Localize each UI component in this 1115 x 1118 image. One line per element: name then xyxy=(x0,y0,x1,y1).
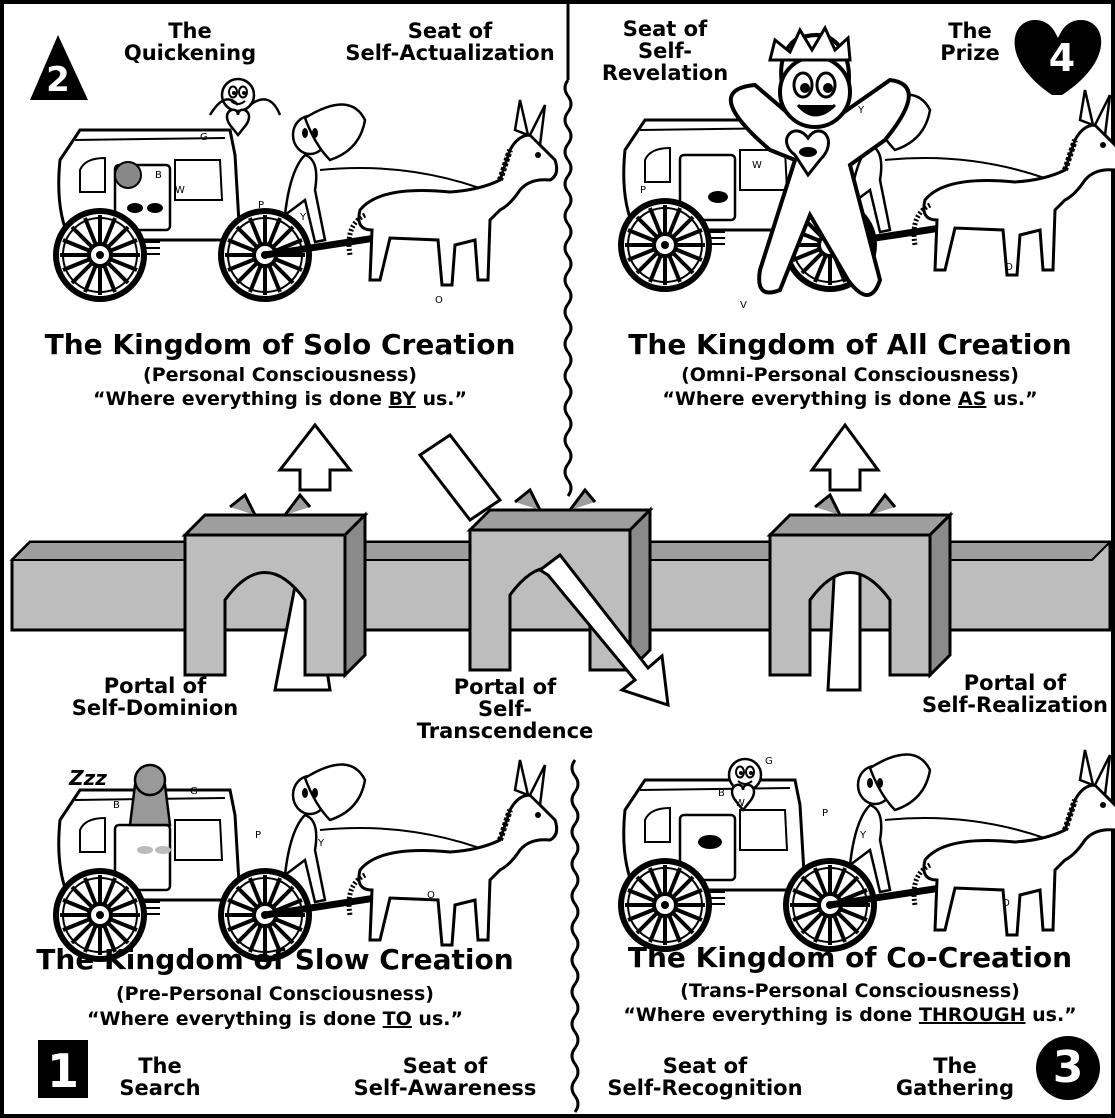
q3-seat-line2: Self-Recognition xyxy=(600,1077,810,1099)
q4-quote-pre: “Where everything is done xyxy=(662,388,958,410)
q1-seat-line1: Seat of xyxy=(345,1055,545,1077)
q4-cart-letter-p: P xyxy=(640,185,646,196)
q1-cart-letter-y: Y xyxy=(318,838,324,849)
q3-quote-post: us.” xyxy=(1026,1004,1077,1026)
portal-realization-line1: Portal of xyxy=(920,672,1110,694)
q3-consciousness: (Trans-Personal Consciousness) xyxy=(600,982,1100,1002)
q2-quote-pre: “Where everything is done xyxy=(93,388,389,410)
portal-transcendence-line2: Self-Transcendence xyxy=(395,698,615,742)
portal-self-transcendence-label: Portal of Self-Transcendence xyxy=(395,676,615,742)
q2-seat-line1: Seat of xyxy=(340,20,560,42)
q3-cart-letter-o: O xyxy=(1002,898,1010,909)
q4-consciousness: (Omni-Personal Consciousness) xyxy=(600,366,1100,386)
q1-corner-line1: The xyxy=(100,1055,220,1077)
q2-quote-post: us.” xyxy=(416,388,467,410)
q1-quote-pre: “Where everything is done xyxy=(87,1008,383,1030)
q2-cart-letter-b: B xyxy=(155,170,162,181)
q1-seat-line2: Self-Awareness xyxy=(345,1077,545,1099)
q3-seat-line1: Seat of xyxy=(600,1055,810,1077)
q1-quote-key: TO xyxy=(383,1008,412,1030)
portal-realization-line2: Self-Realization xyxy=(920,694,1110,716)
q1-cart-letter-b: B xyxy=(113,800,120,811)
q1-cart-letter-o: O xyxy=(427,890,435,901)
q1-quote: “Where everything is done TO us.” xyxy=(30,1010,520,1030)
q4-quote-key: AS xyxy=(958,388,986,410)
q2-kingdom-title: The Kingdom of Solo Creation xyxy=(40,330,520,359)
q3-cart-letter-y: Y xyxy=(860,830,866,841)
q1-kingdom-title: The Kingdom of Slow Creation xyxy=(30,945,520,974)
quadrant-2-number: 2 xyxy=(45,60,71,100)
q3-cart-letter-b: B xyxy=(718,788,725,799)
q2-cart-letter-o: O xyxy=(435,295,443,306)
q4-corner-line1: The xyxy=(925,20,1015,42)
portal-self-realization-label: Portal of Self-Realization xyxy=(920,672,1110,716)
q3-quote-pre: “Where everything is done xyxy=(623,1004,919,1026)
q2-corner-line1: The xyxy=(100,20,280,42)
sleep-zzz-text: Zzz xyxy=(58,768,118,789)
q3-cart-letter-p: P xyxy=(822,808,828,819)
q2-quote: “Where everything is done BY us.” xyxy=(40,390,520,410)
q1-consciousness: (Pre-Personal Consciousness) xyxy=(30,985,520,1005)
q3-cart-letter-g: G xyxy=(765,756,773,767)
q3-cart-letter-w: W xyxy=(735,798,745,809)
q4-cart-letter-o: O xyxy=(1005,262,1013,273)
q3-corner-label: The Gathering xyxy=(890,1055,1020,1099)
q2-cart-letter-p: P xyxy=(258,200,264,211)
q2-corner-label: The Quickening xyxy=(100,20,280,64)
q2-cart-letter-g: G xyxy=(200,132,208,143)
portal-dominion-line2: Self-Dominion xyxy=(70,697,240,719)
q3-kingdom-title: The Kingdom of Co-Creation xyxy=(600,943,1100,972)
q4-quote: “Where everything is done AS us.” xyxy=(600,390,1100,410)
q4-corner-label: The Prize xyxy=(925,20,1015,64)
q3-corner-line1: The xyxy=(890,1055,1020,1077)
q1-corner-line2: Search xyxy=(100,1077,220,1099)
q4-quote-post: us.” xyxy=(986,388,1037,410)
q2-cart-letter-y: Y xyxy=(300,212,306,223)
q2-consciousness: (Personal Consciousness) xyxy=(40,366,520,386)
q3-quote: “Where everything is done THROUGH us.” xyxy=(590,1006,1110,1026)
q3-seat-label: Seat of Self-Recognition xyxy=(600,1055,810,1099)
q1-cart-letter-g: G xyxy=(190,786,198,797)
quadrant-1-number: 1 xyxy=(38,1044,88,1098)
q2-corner-line2: Quickening xyxy=(100,42,280,64)
q1-corner-label: The Search xyxy=(100,1055,220,1099)
quadrant-4-number: 4 xyxy=(1042,36,1082,80)
q1-quote-post: us.” xyxy=(412,1008,463,1030)
q3-quote-key: THROUGH xyxy=(919,1004,1026,1026)
q4-cart-letter-v: V xyxy=(740,300,747,311)
q2-quote-key: BY xyxy=(389,388,416,410)
q1-seat-label: Seat of Self-Awareness xyxy=(345,1055,545,1099)
q2-seat-label: Seat of Self-Actualization xyxy=(340,20,560,64)
q1-cart-letter-p: P xyxy=(255,830,261,841)
q2-seat-line2: Self-Actualization xyxy=(340,42,560,64)
q4-seat-line1: Seat of xyxy=(575,18,755,40)
q2-cart-letter-w: W xyxy=(175,185,185,196)
portal-self-dominion-label: Portal of Self-Dominion xyxy=(70,675,240,719)
q3-corner-line2: Gathering xyxy=(890,1077,1020,1099)
portal-transcendence-line1: Portal of xyxy=(395,676,615,698)
q4-cart-letter-w: W xyxy=(752,160,762,171)
q4-corner-line2: Prize xyxy=(925,42,1015,64)
q4-kingdom-title: The Kingdom of All Creation xyxy=(600,330,1100,359)
q4-seat-line2: Self-Revelation xyxy=(575,40,755,84)
q4-cart-letter-y: Y xyxy=(858,105,864,116)
portal-dominion-line1: Portal of xyxy=(70,675,240,697)
q4-seat-label: Seat of Self-Revelation xyxy=(575,18,755,84)
quadrant-3-number: 3 xyxy=(1040,1042,1096,1093)
